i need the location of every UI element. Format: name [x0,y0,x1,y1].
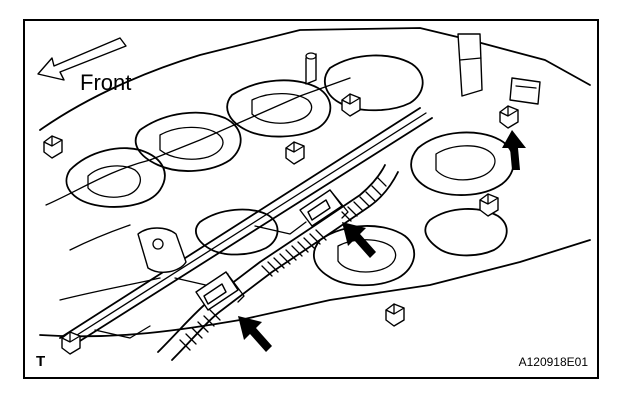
wire-harness [157,164,399,361]
front-direction-arrow-icon [37,37,127,81]
bolt-center [285,141,305,165]
fuel-delivery-rail [59,107,433,347]
corner-mark: T [36,353,45,370]
harness-clamp-2 [299,189,349,227]
bolt-right [479,193,499,217]
bolt-left [43,135,63,159]
bolt-lower-right [385,303,405,327]
harness-clamp-1 [195,271,245,311]
bracket-lower-left [137,227,187,273]
port-pocket-5 [410,131,515,196]
figure-code: A120918E01 [519,355,589,369]
port-pocket-1 [65,147,166,208]
pipe-top-right [457,33,483,97]
pipe-right-connector [509,77,541,105]
bolt-lower-left [61,331,81,355]
pointer-arrow-bolt-icon [502,130,526,170]
port-pocket-8 [424,208,508,257]
port-pocket-2 [134,111,242,172]
port-pocket-4 [324,54,424,112]
stud-upper [305,52,317,85]
port-pocket-7 [195,208,279,256]
port-pocket-6 [313,225,416,287]
pointer-arrow-clamp-1-icon [238,316,272,352]
bolt-upper-mid [341,93,361,117]
front-direction-label: Front [80,70,131,95]
pointer-arrow-clamp-2-icon [342,222,376,258]
bolt-upper-right [499,105,519,129]
port-pocket-3 [226,79,332,138]
